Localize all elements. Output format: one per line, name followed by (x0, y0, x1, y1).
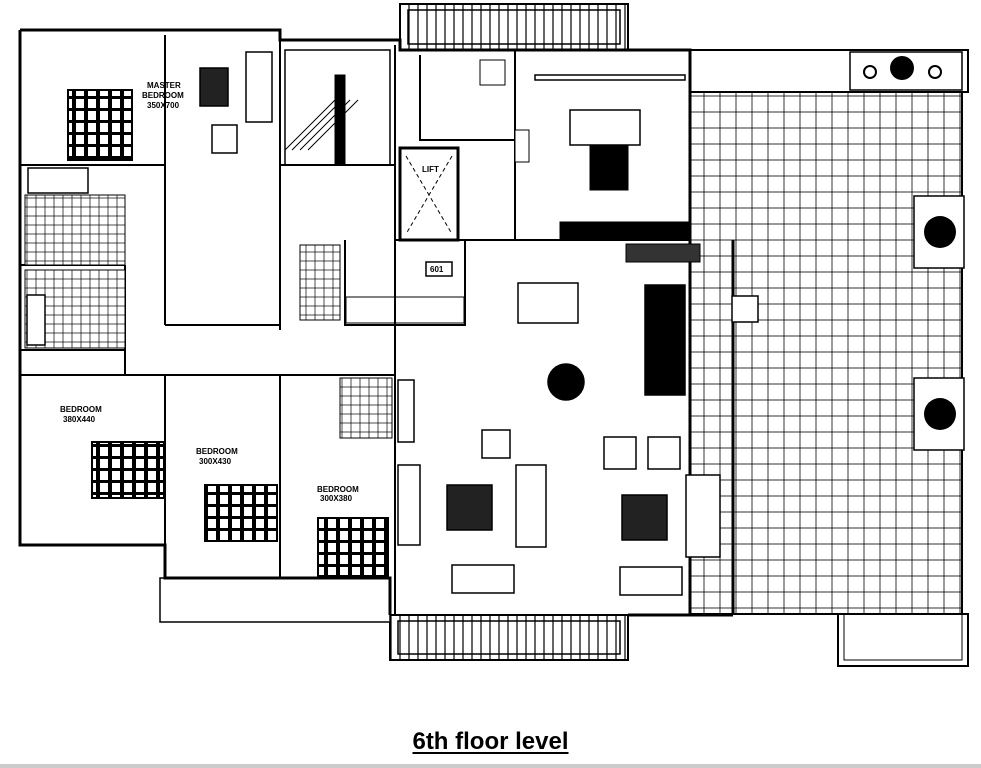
bedroom-2-size: 300X430 (199, 457, 232, 466)
bedroom-2-label: BEDROOM (196, 447, 238, 456)
bottom-border (0, 764, 981, 768)
master-bedroom-size: 350X700 (147, 101, 180, 110)
bedroom-3-label: BEDROOM (317, 485, 359, 494)
lift: LIFT (398, 146, 460, 242)
ensuite-floor (339, 377, 393, 439)
master-bedroom-label-2: BEDROOM (142, 91, 184, 100)
floor-plan: LIFT 601 (18, 3, 969, 667)
living-furniture (397, 282, 759, 596)
exterior-walls (18, 28, 735, 617)
apartment-number: 601 (430, 265, 444, 274)
kitchen (479, 59, 701, 263)
planter-right-1 (913, 195, 965, 269)
master-furniture (26, 51, 273, 346)
master-bath-floor (24, 194, 126, 266)
wc-floor (299, 244, 341, 321)
plan-title: 6th floor level (412, 728, 569, 755)
planter-right-2 (913, 377, 965, 451)
bedroom-2-bed (204, 484, 278, 542)
terrace (689, 49, 969, 667)
apartment-number-tag: 601 (425, 261, 453, 277)
bedroom-1-size: 380X440 (63, 415, 96, 424)
bedroom-1-label: BEDROOM (60, 405, 102, 414)
storage-units (345, 296, 465, 324)
master-bedroom-label: MASTER (147, 81, 181, 90)
bedroom-1-bed (91, 441, 165, 499)
balcony-bottom (389, 614, 629, 661)
planter-top (849, 51, 963, 91)
balcony-bedrooms (159, 577, 391, 623)
bedroom-3-bed (317, 517, 389, 577)
bedroom-3-size: 300X380 (320, 494, 353, 503)
master-bed (67, 89, 133, 161)
balcony-top (399, 3, 629, 51)
staircase (284, 49, 391, 166)
lift-label: LIFT (422, 165, 439, 174)
